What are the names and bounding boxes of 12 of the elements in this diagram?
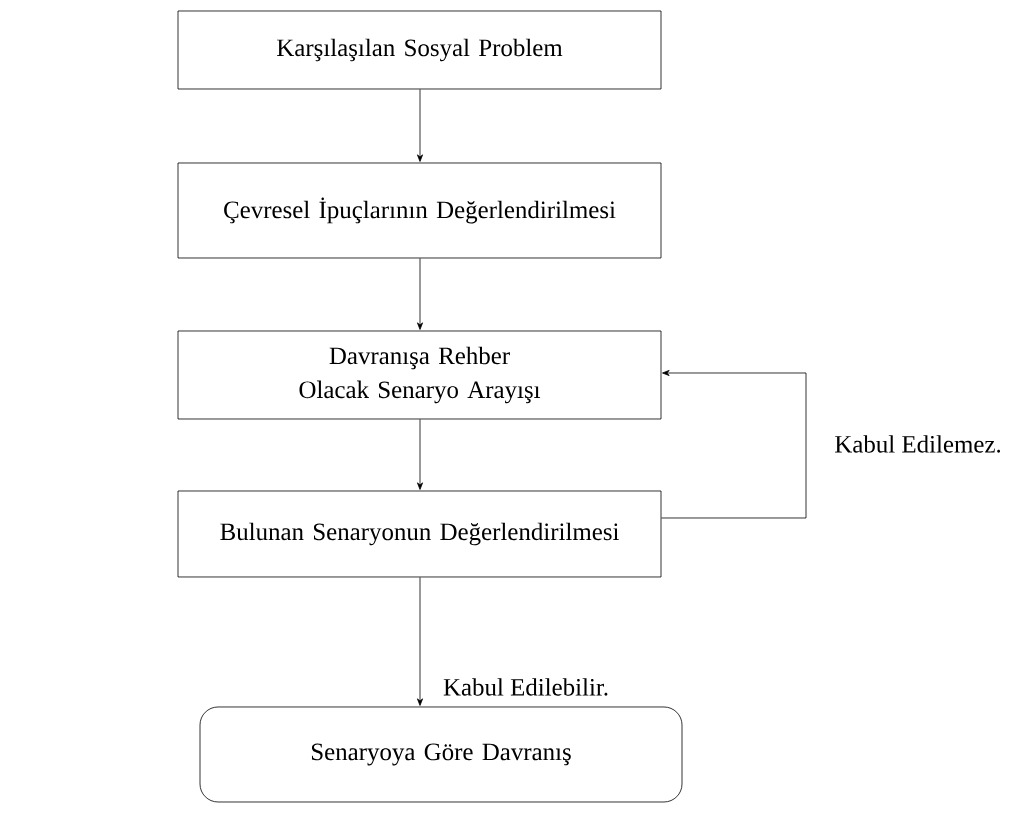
arrow <box>417 419 423 490</box>
process-box: Çevresel İpuçlarının Değerlendirilmesi <box>177 162 662 259</box>
edge-label: Kabul Edilemez. <box>835 435 1001 453</box>
rounded-box: Senaryoya Göre Davranış <box>199 706 683 803</box>
process-box: Bulunan Senaryonun Değerlendirilmesi <box>177 490 662 578</box>
arrow <box>661 370 807 519</box>
arrow <box>417 258 423 330</box>
edge-label: Kabul Edilebilir. <box>443 678 608 696</box>
process-box: Davranışa Rehber Olacak Senaryo Arayışı <box>177 330 662 420</box>
arrow <box>417 577 423 706</box>
process-box: Karşılaşılan Sosyal Problem <box>177 10 662 90</box>
arrow <box>417 89 423 162</box>
